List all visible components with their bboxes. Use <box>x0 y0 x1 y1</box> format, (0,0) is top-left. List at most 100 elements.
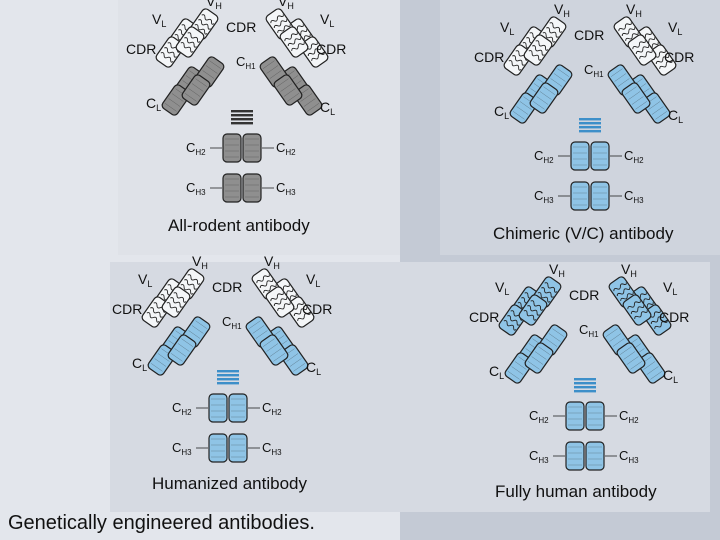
ch3-domain-right-shape <box>243 174 261 202</box>
ch3-domain-left <box>571 182 589 210</box>
cdr-label-left: CDR <box>474 49 504 65</box>
ch2-domain-right-shape <box>243 134 261 162</box>
caption-all-rodent: All-rodent antibody <box>168 216 310 236</box>
vl-label-right: VL <box>663 279 677 297</box>
ch2-domain-right <box>243 134 261 162</box>
cl-label-right: CL <box>320 99 335 117</box>
ch3-domain-right <box>229 434 247 462</box>
hinge-bar <box>574 390 596 392</box>
ch2-domain-right-shape <box>591 142 609 170</box>
cdr-label-left: CDR <box>112 301 142 317</box>
caption-fully-human: Fully human antibody <box>495 482 657 502</box>
antibody-chimeric: VHVHVLVLCDRCDRCDRCH1CLCLCH2CH2CH3CH3 <box>474 1 694 210</box>
hinge-bar <box>579 118 601 120</box>
figure-main-caption: Genetically engineered antibodies. <box>8 512 315 535</box>
ch1-label: CH1 <box>222 314 242 331</box>
hinge-bar <box>231 118 253 120</box>
cdr-label-right: CDR <box>659 309 689 325</box>
cdr-label-center: CDR <box>212 279 242 295</box>
antibody-all-rodent: VHVHVLVLCDRCDRCDRCH1CLCLCH2CH2CH3CH3 <box>126 0 346 202</box>
vl-label-left: VL <box>152 11 166 29</box>
cdr-label-right: CDR <box>664 49 694 65</box>
ch3-domain-left <box>223 174 241 202</box>
ch2-domain-left-shape <box>223 134 241 162</box>
ch2-domain-right-shape <box>229 394 247 422</box>
cl-label-left: CL <box>494 103 509 121</box>
hinge-bar <box>217 374 239 376</box>
ch3-label-right: CH3 <box>624 188 644 205</box>
cl-label-right: CL <box>668 107 683 125</box>
cdr-label-left: CDR <box>126 41 156 57</box>
ch2-domain-left <box>566 402 584 430</box>
hinge-bar <box>217 378 239 380</box>
vh-label-right: VH <box>621 261 637 279</box>
right-arm <box>245 267 316 376</box>
cl-label-left: CL <box>146 95 161 113</box>
ch3-label-right: CH3 <box>619 448 639 465</box>
ch3-domain-right-shape <box>229 434 247 462</box>
ch3-domain-right-shape <box>591 182 609 210</box>
ch2-label-left: CH2 <box>186 140 206 157</box>
ch3-domain-left-shape <box>223 174 241 202</box>
vh-label-left: VH <box>192 253 208 271</box>
vl-label-left: VL <box>495 279 509 297</box>
cdr-label-right: CDR <box>302 301 332 317</box>
vl-label-left: VL <box>138 271 152 289</box>
antibody-humanized: VHVHVLVLCDRCDRCDRCH1CLCLCH2CH2CH3CH3 <box>112 253 332 462</box>
cdr-label-center: CDR <box>226 19 256 35</box>
cdr-label-center: CDR <box>569 287 599 303</box>
vl-label-right: VL <box>320 11 334 29</box>
ch1-label: CH1 <box>236 54 256 71</box>
hinge-bar <box>579 126 601 128</box>
ch2-domain-left <box>571 142 589 170</box>
hinge-bar <box>574 386 596 388</box>
caption-chimeric: Chimeric (V/C) antibody <box>493 224 673 244</box>
ch3-domain-left <box>566 442 584 470</box>
ch3-domain-right <box>591 182 609 210</box>
hinge-bar <box>574 378 596 380</box>
vh-label-left: VH <box>554 1 570 19</box>
ch3-domain-right <box>243 174 261 202</box>
ch2-domain-left-shape <box>571 142 589 170</box>
cdr-label-left: CDR <box>469 309 499 325</box>
hinge-bar <box>579 130 601 132</box>
hinge-bar <box>231 122 253 124</box>
ch3-domain-left-shape <box>209 434 227 462</box>
ch2-domain-right <box>229 394 247 422</box>
right-arm <box>607 15 678 124</box>
ch3-label-left: CH3 <box>529 448 549 465</box>
ch3-domain-right <box>586 442 604 470</box>
vh-label-right: VH <box>626 1 642 19</box>
hinge-bar <box>231 114 253 116</box>
hinge-bar <box>579 122 601 124</box>
hinge-bar <box>217 382 239 384</box>
cl-label-left: CL <box>132 355 147 373</box>
ch3-domain-left <box>209 434 227 462</box>
ch2-domain-left-shape <box>566 402 584 430</box>
ch3-label-right: CH3 <box>262 440 282 457</box>
cdr-label-right: CDR <box>316 41 346 57</box>
hinge-bar <box>217 370 239 372</box>
ch3-label-left: CH3 <box>534 188 554 205</box>
ch2-label-right: CH2 <box>624 148 644 165</box>
ch3-label-left: CH3 <box>172 440 192 457</box>
ch1-label: CH1 <box>584 62 604 79</box>
right-arm <box>259 7 330 116</box>
vl-label-right: VL <box>306 271 320 289</box>
cl-label-left: CL <box>489 363 504 381</box>
hinge-bar <box>231 110 253 112</box>
ch2-label-left: CH2 <box>534 148 554 165</box>
vl-label-right: VL <box>668 19 682 37</box>
hinge-bar <box>574 382 596 384</box>
ch2-label-left: CH2 <box>529 408 549 425</box>
ch2-domain-left <box>209 394 227 422</box>
right-arm <box>602 275 673 384</box>
ch2-domain-left <box>223 134 241 162</box>
ch2-domain-right <box>586 402 604 430</box>
ch3-label-left: CH3 <box>186 180 206 197</box>
ch2-label-right: CH2 <box>619 408 639 425</box>
ch3-domain-left-shape <box>566 442 584 470</box>
